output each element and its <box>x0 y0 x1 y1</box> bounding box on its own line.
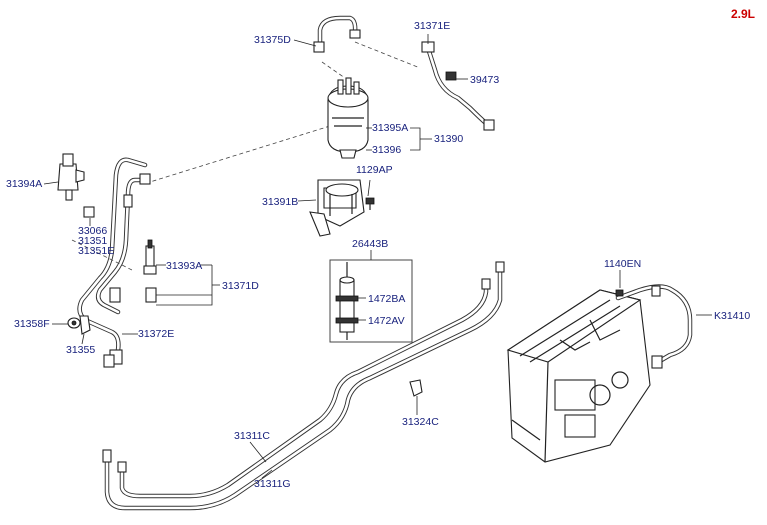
part-label-31324C: 31324C <box>402 416 439 428</box>
part-label-31355: 31355 <box>66 344 96 356</box>
sensor-31394A <box>57 153 85 201</box>
hose-K31410 <box>615 284 693 369</box>
connectors-31371D <box>109 287 157 303</box>
part-label-1472AV: 1472AV <box>368 315 405 327</box>
fuel-line-31371E <box>421 41 495 131</box>
bolt-1140EN <box>615 289 624 297</box>
bolt-1129AP <box>365 197 375 210</box>
filter-bracket-31391B <box>309 179 365 237</box>
part-label-31351: 31351 <box>78 235 108 247</box>
part-label-31358F: 31358F <box>14 318 50 330</box>
part-label-31394A: 31394A <box>6 178 43 190</box>
clip-33066 <box>83 206 95 218</box>
part-label-K31410: K31410 <box>714 310 751 322</box>
fuel-line-31311 <box>102 261 505 511</box>
part-label-31391B: 31391B <box>262 196 299 208</box>
part-label-31371E: 31371E <box>414 20 451 32</box>
engine-block <box>506 289 651 463</box>
part-label-31311G: 31311G <box>254 478 291 490</box>
part-label-1140EN: 1140EN <box>604 258 642 270</box>
part-label-31390: 31390 <box>434 133 464 145</box>
part-label-31371D: 31371D <box>222 280 259 292</box>
part-label-31375D: 31375D <box>254 34 291 46</box>
part-label-1129AP: 1129AP <box>356 164 393 176</box>
dashed-route-2 <box>149 125 331 183</box>
fuel-line-31372E <box>77 157 151 368</box>
filter-box-26443B <box>329 250 413 343</box>
part-label-31395A: 31395A <box>372 122 409 134</box>
part-label-31393A: 31393A <box>166 260 203 272</box>
part-label-31372E: 31372E <box>138 328 175 340</box>
fuel-filter-31390 <box>327 77 369 159</box>
part-label-31311C: 31311C <box>234 430 271 442</box>
part-label-39473: 39473 <box>470 74 500 86</box>
part-label-33066: 33066 <box>78 225 108 237</box>
part-label-31351E: 31351E <box>78 245 115 257</box>
dashed-route-4 <box>321 61 346 79</box>
part-label-31396: 31396 <box>372 144 402 156</box>
clamp-31358F <box>67 317 81 329</box>
clamp-31355 <box>79 315 91 335</box>
clip-31324C <box>409 379 423 397</box>
sensor-31393A <box>143 239 157 275</box>
fuel-line-31375D <box>313 15 361 53</box>
dashed-route-1 <box>354 41 421 69</box>
engine-variant-label: 2.9L <box>730 7 755 21</box>
leader-lines <box>43 34 712 479</box>
part-label-1472BA: 1472BA <box>368 293 406 305</box>
part-label-26443B: 26443B <box>352 238 389 250</box>
